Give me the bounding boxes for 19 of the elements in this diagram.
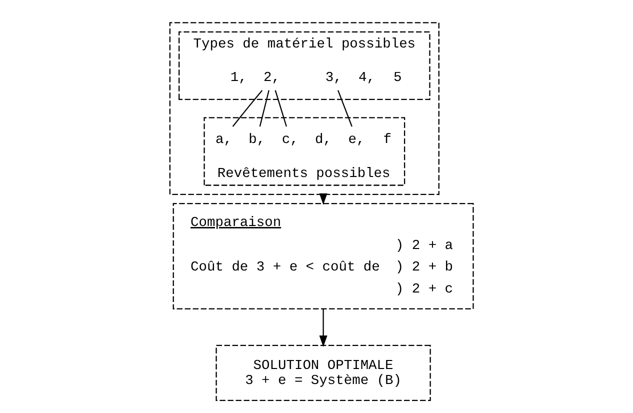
cluster [168,22,439,194]
connector [232,89,262,126]
node-text: f [382,132,392,148]
node-text: 3, [324,70,342,86]
connector [336,90,352,126]
node-text: c, [281,132,298,148]
connector [274,90,286,126]
connector [258,90,269,126]
node-text: 1, [230,70,246,86]
node-text: 5 [393,70,402,86]
node-text: a, [214,132,232,148]
node-text: b, [248,132,265,148]
arrow [318,308,327,347]
node-text: e, [348,132,364,148]
node-text: d, [314,132,332,148]
node-text: 4, [358,70,375,86]
node-box: Comparaison ) 2 + a Coût de 3 + e < coût de ) 2 + b ) 2 + c [172,202,474,309]
node-text: 2, [263,70,280,86]
node-box: SOLUTION OPTIMALE 3 + e = Système (B) [215,344,430,400]
